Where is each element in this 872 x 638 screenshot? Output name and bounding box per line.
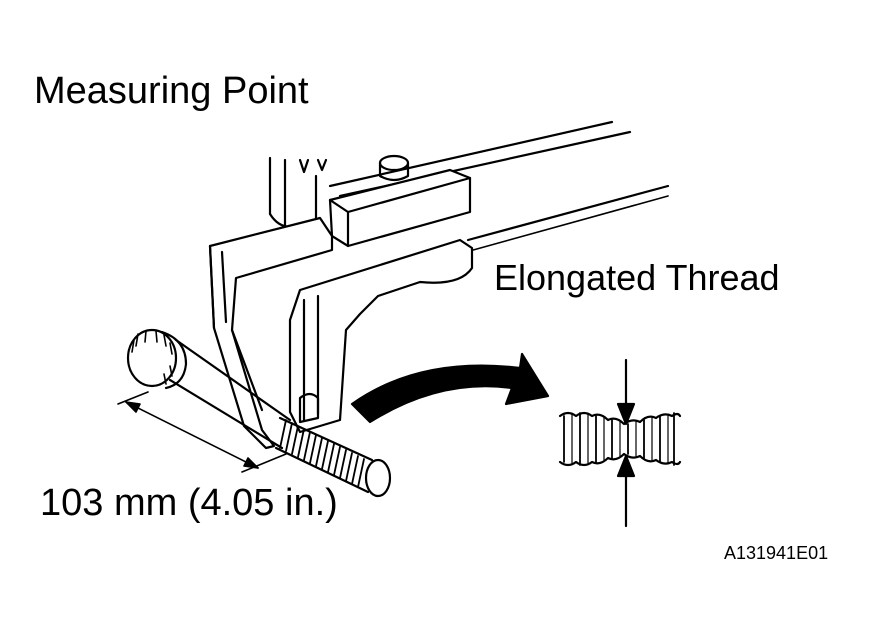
caliper-sliding-jaw	[288, 238, 474, 434]
elongated-thread-label: Elongated Thread	[494, 257, 780, 298]
elongated-thread-detail	[558, 358, 682, 528]
caliper-slider	[328, 154, 472, 248]
measuring-point-label: Measuring Point	[34, 70, 309, 112]
caliper-main-jaw	[208, 216, 334, 450]
bolt	[126, 328, 392, 498]
dimension-label: 103 mm (4.05 in.)	[40, 482, 338, 524]
curved-arrow	[350, 352, 550, 424]
dimension-line	[117, 391, 287, 473]
figure-code: A131941E01	[724, 543, 829, 563]
